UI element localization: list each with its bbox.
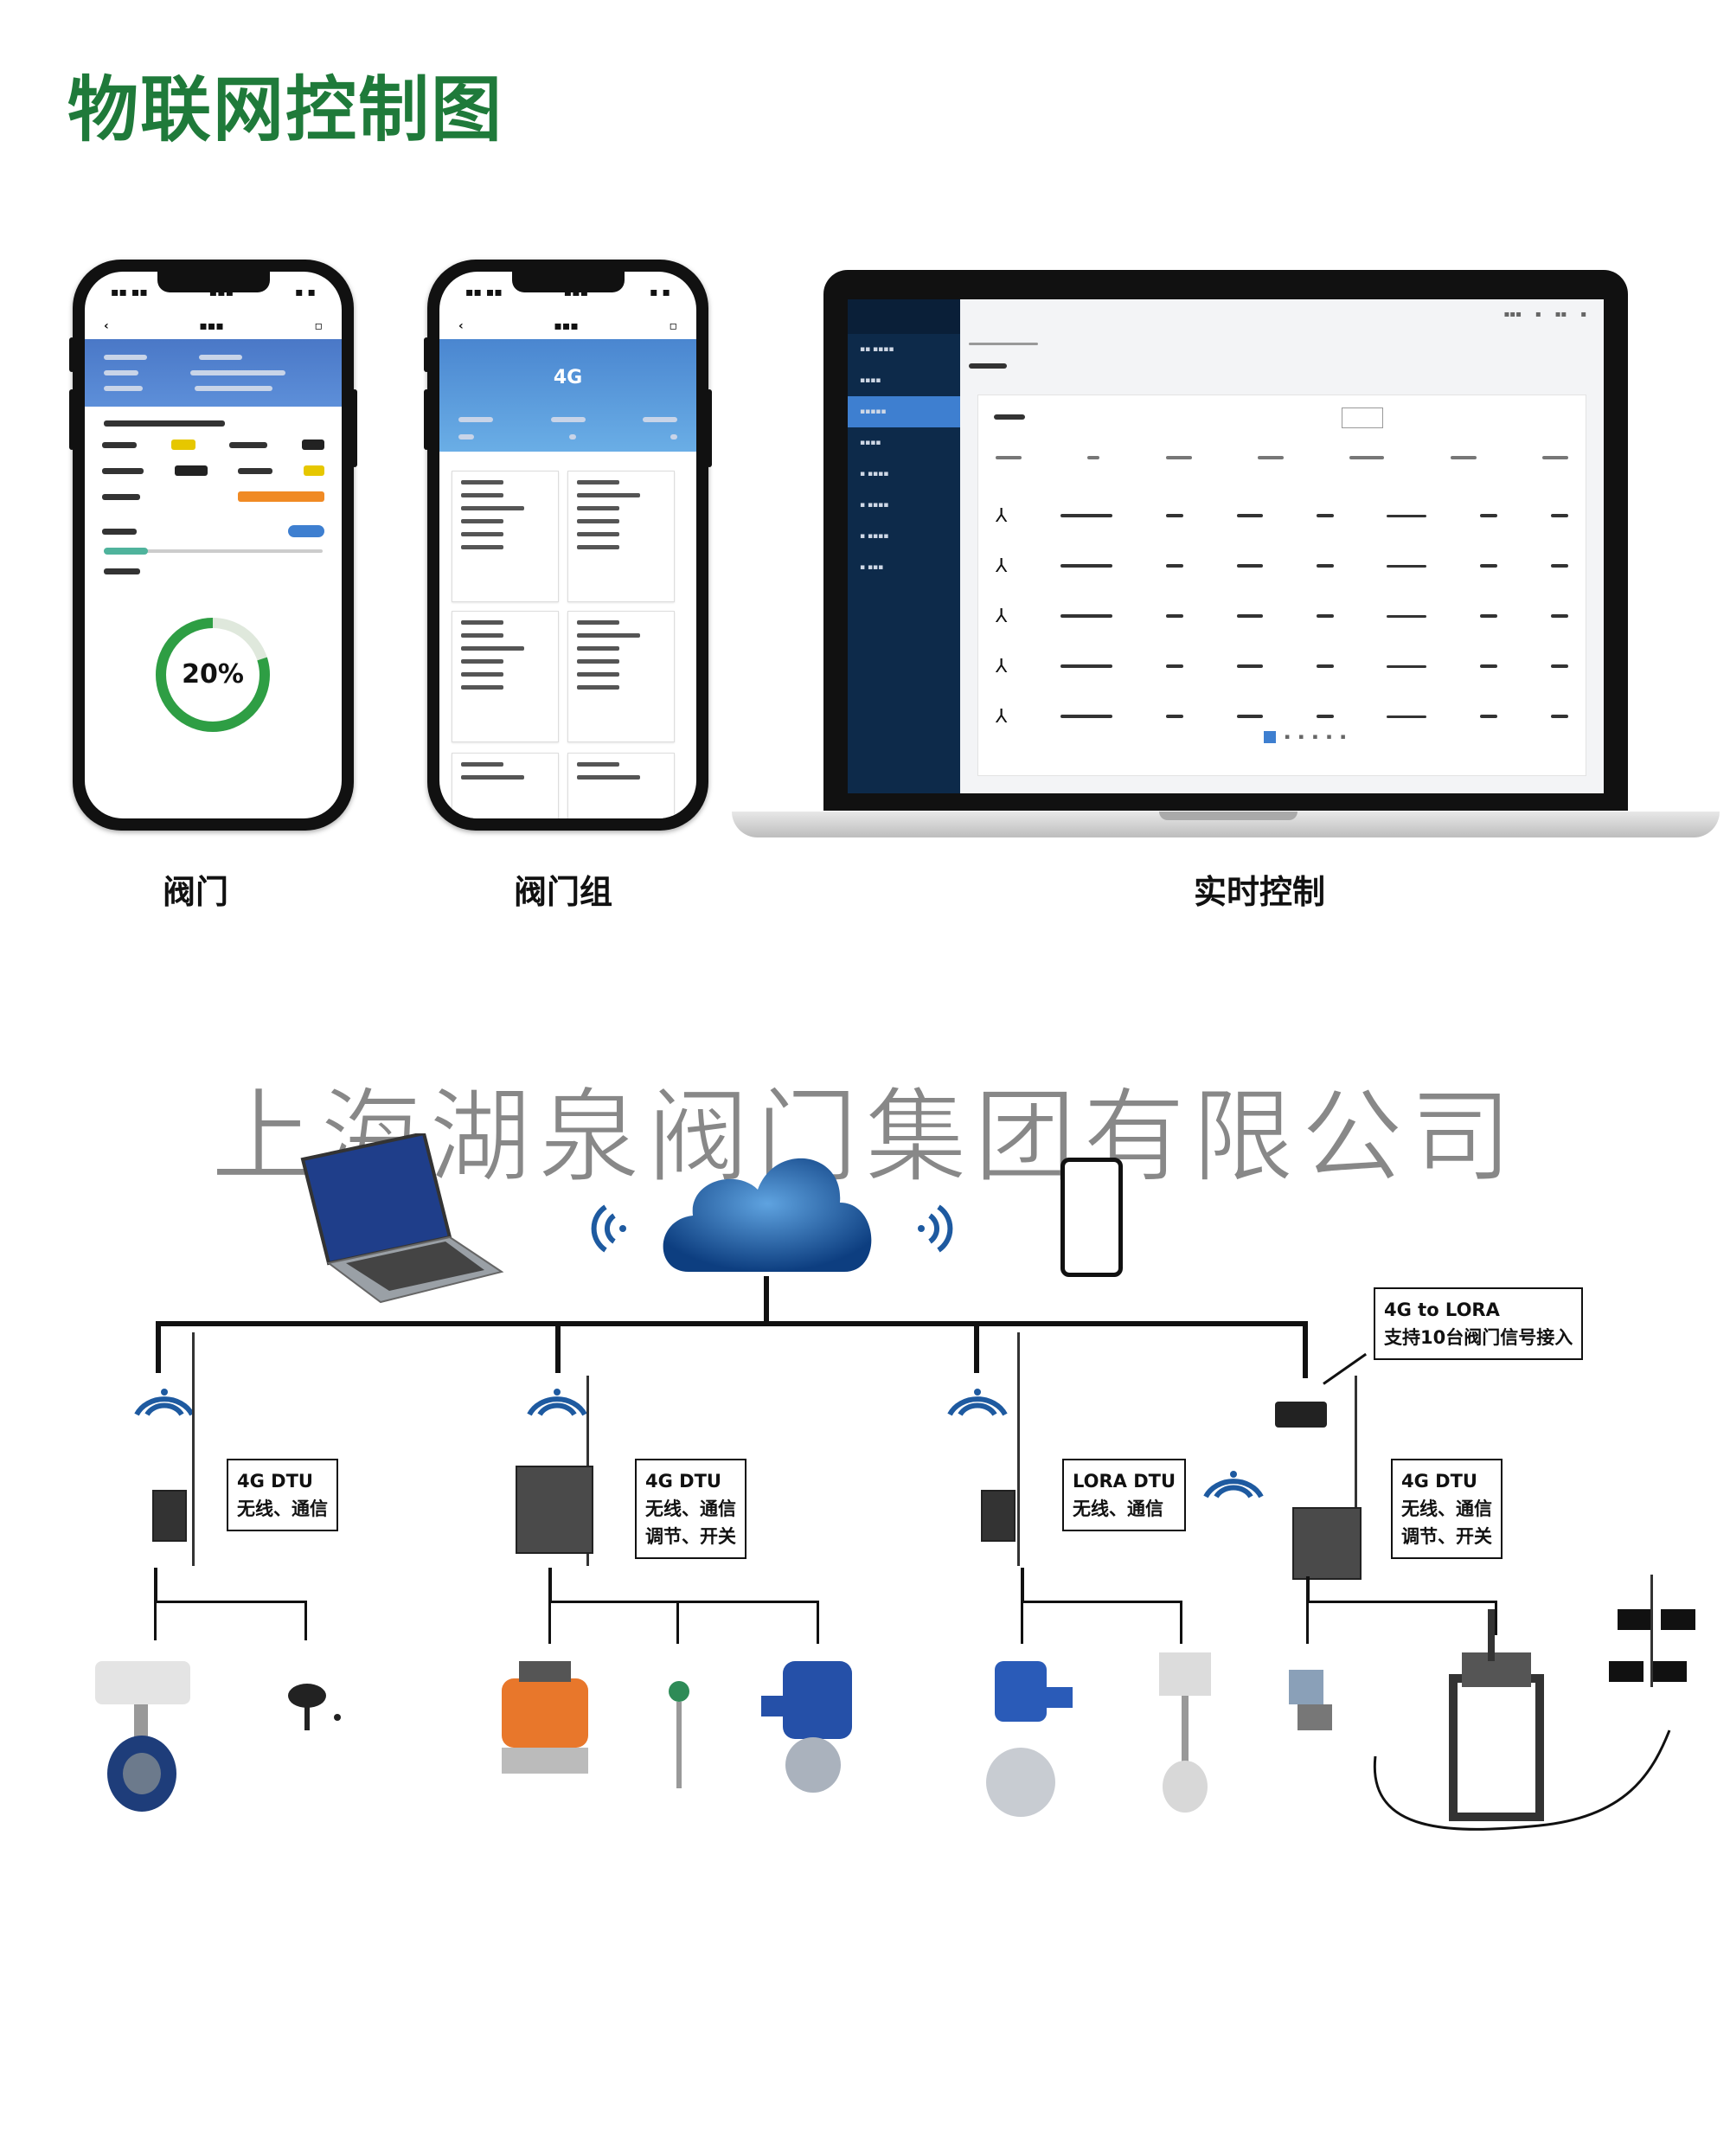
laptop-icon [300,1133,504,1304]
status-row [85,432,342,458]
dtu-device [1292,1507,1362,1580]
valve-icon: ⅄ [996,504,1008,527]
main-panel: ▪▪▪▪▪▪▪ ⅄ ⅄ ⅄ ⅄ ⅄ ▪▪▪▪▪ [960,299,1604,793]
signal-icon [947,1389,1008,1416]
control-row [85,518,342,544]
valve-photo-blue-ball [986,1661,1073,1817]
caption-valve-group: 阀门组 [514,873,613,911]
back-icon[interactable]: ‹ [458,319,464,333]
sidebar-item[interactable]: ▪▪ ▪▪▪▪ [860,345,894,354]
table-row[interactable]: ⅄ [996,641,1568,691]
toggle-button[interactable] [288,525,324,537]
table-row[interactable]: ⅄ [996,591,1568,641]
laptop-realtime: ▪▪ ▪▪▪▪ ▪▪▪▪ ▪▪▪▪▪ ▪▪▪▪ ▪ ▪▪▪▪ ▪ ▪▪▪▪ ▪ … [823,270,1628,811]
sensor-photo [288,1684,341,1730]
page-title: 物联网控制图 [67,68,504,151]
valve-icon: ⅄ [996,655,1008,677]
wifi-left-icon [591,1204,626,1253]
phone-valve: ▪▪ ▪▪▪▪▪▪ ▪ ‹▪▪▪▫ 20% [69,260,357,831]
data-table-card: ⅄ ⅄ ⅄ ⅄ ⅄ ▪▪▪▪▪ [977,395,1586,776]
table-row[interactable]: ⅄ [996,691,1568,741]
sidebar: ▪▪ ▪▪▪▪ ▪▪▪▪ ▪▪▪▪▪ ▪▪▪▪ ▪ ▪▪▪▪ ▪ ▪▪▪▪ ▪ … [848,299,960,793]
sidebar-item[interactable]: ▪ ▪▪▪▪ [860,470,889,478]
table-header [996,456,1568,468]
progress-slider[interactable] [85,544,342,558]
valve-icon: ⅄ [996,705,1008,728]
caption-valve: 阀门 [163,873,229,911]
sidebar-item-active[interactable]: ▪▪▪▪▪ [848,396,960,427]
back-icon[interactable]: ‹ [104,319,109,333]
signal-icon [1203,1471,1264,1498]
bus-trunk [764,1276,769,1321]
sensor-photo-meter [1289,1670,1332,1730]
valve-card[interactable] [452,611,559,742]
valve-card[interactable] [452,753,559,818]
caption-realtime: 实时控制 [1194,873,1326,911]
sidebar-item[interactable]: ▪ ▪▪▪ [860,563,884,572]
gauge-value: 20% [182,659,244,690]
progress-gauge: 20% [152,614,273,735]
sidebar-item[interactable]: ▪ ▪▪▪▪ [860,532,889,541]
group-header: 4G [439,339,696,452]
wifi-right-icon [918,1204,953,1253]
header-badge: 4G [553,367,583,388]
table-row[interactable]: ⅄ [996,541,1568,591]
filter-select[interactable] [1342,407,1383,428]
valve-photo [95,1661,190,1812]
nav-bar: ‹▪▪▪▫ [104,319,324,333]
sensor-photo-green [669,1681,689,1788]
valve-card[interactable] [567,753,675,818]
menu-icon[interactable]: ▫ [669,319,678,333]
sidebar-item[interactable]: ▪▪▪▪ [860,439,881,447]
valve-photo-gate [1159,1652,1211,1813]
valve-card[interactable] [567,471,675,602]
table-row[interactable]: ⅄ [996,491,1568,541]
signal-icon [527,1389,587,1416]
valve-photo-blue [761,1661,852,1793]
bus-line [156,1321,1308,1326]
menu-icon[interactable]: ▫ [314,319,324,333]
dtu-device [516,1466,593,1554]
status-row [85,484,342,510]
nav-bar: ‹▪▪▪▫ [458,319,678,333]
valve-card[interactable] [452,471,559,602]
sidebar-item[interactable]: ▪ ▪▪▪▪ [860,501,889,510]
cloud-icon [663,1158,872,1272]
top-toolbar: ▪▪▪▪▪▪▪ [1503,310,1586,319]
valve-icon: ⅄ [996,555,1008,577]
valve-photo-orange [502,1661,588,1774]
table-body: ⅄ ⅄ ⅄ ⅄ ⅄ [996,491,1568,741]
status-row [85,458,342,484]
dtu-device [152,1490,187,1542]
gate-actuator-photo [1373,1575,1695,1831]
gateway-device [1275,1402,1327,1428]
dtu-device [981,1490,1016,1542]
phone-icon [1060,1158,1123,1277]
laptop-notch [1159,812,1298,820]
valve-card[interactable] [567,611,675,742]
sidebar-item[interactable]: ▪▪▪▪ [860,376,881,385]
phone-valve-group: ▪▪ ▪▪▪▪▪▪ ▪ ‹▪▪▪▫ 4G [424,260,712,831]
device-info-header [85,339,342,407]
pagination[interactable]: ▪▪▪▪▪ [1264,731,1346,743]
valve-icon: ⅄ [996,605,1008,627]
signal-icon [134,1389,195,1416]
